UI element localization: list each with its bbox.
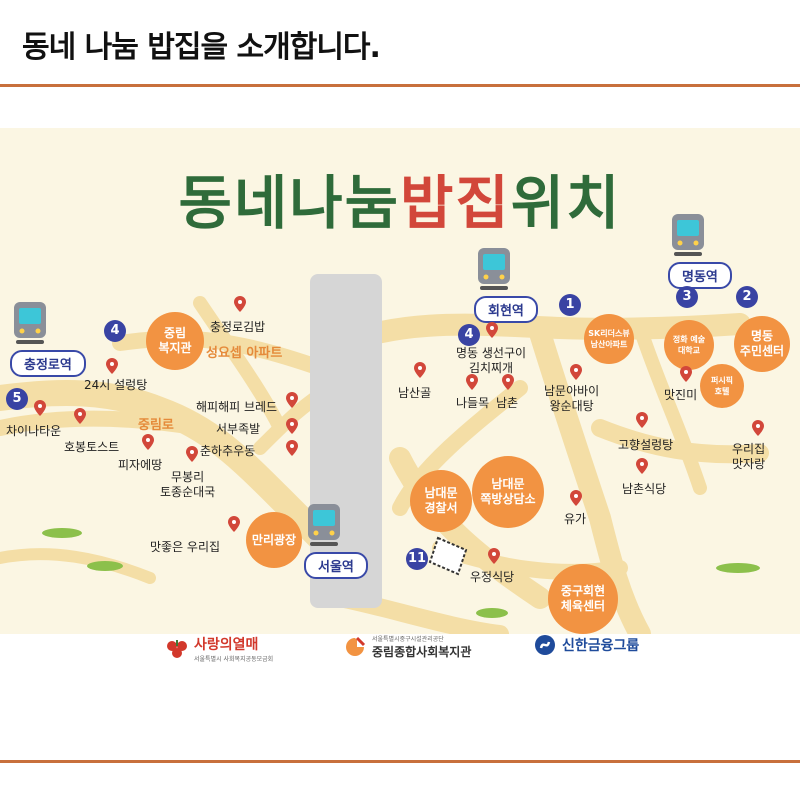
landmark-sk-leaders-view: SK리더스뷰 남산아파트	[584, 314, 634, 364]
logo-subtext: 서울특별시중구시설관리공단	[372, 636, 444, 643]
place-chinatown: 차이나타운	[6, 424, 62, 438]
map-pin-icon	[570, 490, 582, 506]
headline-text-1: 동네나눔	[178, 169, 400, 237]
page-header: 동네 나눔 밥집을 소개합니다.	[0, 0, 800, 86]
map-headline: 동네나눔밥집위치	[0, 156, 800, 240]
map-pin-icon	[106, 358, 118, 374]
station-label: 명동역	[668, 262, 732, 289]
station-hoehyeon: 회현역	[474, 246, 538, 323]
headline-text-3: 위치	[510, 169, 622, 237]
place-nadeulmok: 나들목	[456, 396, 490, 410]
logo-jungnim-welfare: 서울특별시중구시설관리공단 중림종합사회복지관	[344, 634, 471, 660]
map-pin-icon	[34, 400, 46, 416]
logo-name: 중림종합사회복지관	[372, 645, 472, 659]
map-pin-icon	[234, 296, 246, 312]
page-title: 동네 나눔 밥집을 소개합니다.	[22, 30, 381, 65]
neighborhood-map: 동네나눔밥집위치 충정로역 회현역 명동역 서울역 1 2 3 4 4 5 11…	[0, 128, 800, 634]
landmark-hoehyeon-sports: 중구회현 체육센터	[548, 564, 618, 634]
logo-name: 사랑의열매	[194, 637, 259, 653]
station-label: 서울역	[304, 552, 368, 579]
place-urijib-matjarang: 우리집 맛자랑	[732, 442, 766, 471]
place-myeongdong-fish: 명동 생선구이 김치찌개	[456, 346, 527, 375]
train-icon	[672, 214, 704, 256]
top-divider	[0, 84, 800, 87]
map-pin-icon	[486, 322, 498, 338]
place-chungjeongno-gimbap: 충정로김밥	[210, 320, 266, 334]
logo-subtext: 서울특별시 사회복지공동모금회	[194, 656, 274, 663]
line-number-badge: 11	[406, 548, 428, 570]
map-pin-icon	[752, 420, 764, 436]
headline-text-2: 밥집	[399, 169, 511, 237]
map-roads	[0, 274, 769, 634]
sponsor-logos: 사랑의열매 서울특별시 사회복지공동모금회 서울특별시중구시설관리공단 중림종합…	[0, 634, 800, 684]
map-pin-icon	[286, 392, 298, 408]
fruit-logo-icon	[167, 639, 187, 658]
landmark-jjokbang-center: 남대문 쪽방상담소	[472, 456, 544, 528]
place-matjinmi: 맛진미	[664, 388, 698, 402]
place-namun-abai: 남문아바이 왕순대탕	[544, 384, 600, 413]
shinhan-logo-icon	[535, 635, 555, 655]
map-pin-icon	[186, 446, 198, 462]
line-number-badge: 4	[104, 320, 126, 342]
landmark-pacific-hotel: 퍼시픽 호텔	[700, 364, 744, 408]
map-pin-icon	[680, 366, 692, 382]
map-pin-icon	[142, 434, 154, 450]
map-pin-icon	[636, 458, 648, 474]
place-yuga: 유가	[564, 512, 587, 526]
line-number-badge: 4	[458, 324, 480, 346]
map-pin-icon	[502, 374, 514, 390]
place-hobong-toast: 호봉토스트	[64, 440, 120, 454]
map-pin-icon	[74, 408, 86, 424]
place-namchon-restaurant: 남촌식당	[622, 482, 667, 496]
road-label-seongyosep: 성요셉 아파트	[206, 346, 283, 361]
place-namchon: 남촌	[496, 396, 519, 410]
station-myeongdong: 명동역	[668, 212, 732, 289]
place-seobu-jokbal: 서부족발	[216, 422, 261, 436]
line-number-badge: 5	[6, 388, 28, 410]
landmark-jungnim-welfare: 중림 복지관	[146, 312, 204, 370]
map-pin-icon	[636, 412, 648, 428]
place-namsangol: 남산골	[398, 386, 432, 400]
line-number-badge: 2	[736, 286, 758, 308]
bottom-divider	[0, 760, 800, 763]
map-pin-icon	[286, 440, 298, 456]
welfare-logo-icon	[346, 636, 366, 656]
place-chunha-udon: 춘하추우동	[200, 444, 256, 458]
place-ujeong-restaurant: 우정식당	[470, 570, 515, 584]
map-pin-icon	[488, 548, 500, 564]
landmark-jeonghwa-college: 정화 예술 대학교	[664, 320, 714, 370]
map-pin-icon	[228, 516, 240, 532]
map-pin-icon	[414, 362, 426, 378]
station-label: 회현역	[474, 296, 538, 323]
map-pin-icon	[570, 364, 582, 380]
train-icon	[478, 248, 510, 290]
landmark-namdaemun-police: 남대문 경찰서	[410, 470, 472, 532]
place-matjoeun-urijib: 맛좋은 우리집	[150, 540, 221, 554]
logo-sarangui-yeolmae: 사랑의열매 서울특별시 사회복지공동모금회	[166, 634, 273, 663]
place-happy-bread: 해피해피 브레드	[196, 400, 278, 414]
train-icon	[14, 302, 46, 344]
logo-name: 신한금융그룹	[562, 638, 640, 654]
station-chungjeongno: 충정로역	[10, 300, 86, 377]
map-pin-icon	[286, 418, 298, 434]
place-mubongri-sundae: 무봉리 토종순대국	[160, 470, 216, 499]
line-number-badge: 1	[559, 294, 581, 316]
station-seoul: 서울역	[304, 502, 368, 579]
place-pizza-etang: 피자에땅	[118, 458, 163, 472]
place-24-seolleongtang: 24시 설렁탕	[84, 378, 148, 392]
train-icon	[308, 504, 340, 546]
station-label: 충정로역	[10, 350, 86, 377]
landmark-myeongdong-center: 명동 주민센터	[734, 316, 790, 372]
road-label-jungnimro: 중림로	[138, 418, 174, 433]
line-number-badge: 3	[676, 286, 698, 308]
logo-shinhan: 신한금융그룹	[534, 634, 639, 656]
place-gohyang-seolleongtang: 고향설렁탕	[618, 438, 674, 452]
map-pin-icon	[466, 374, 478, 390]
landmark-malli-plaza: 만리광장	[246, 512, 302, 568]
